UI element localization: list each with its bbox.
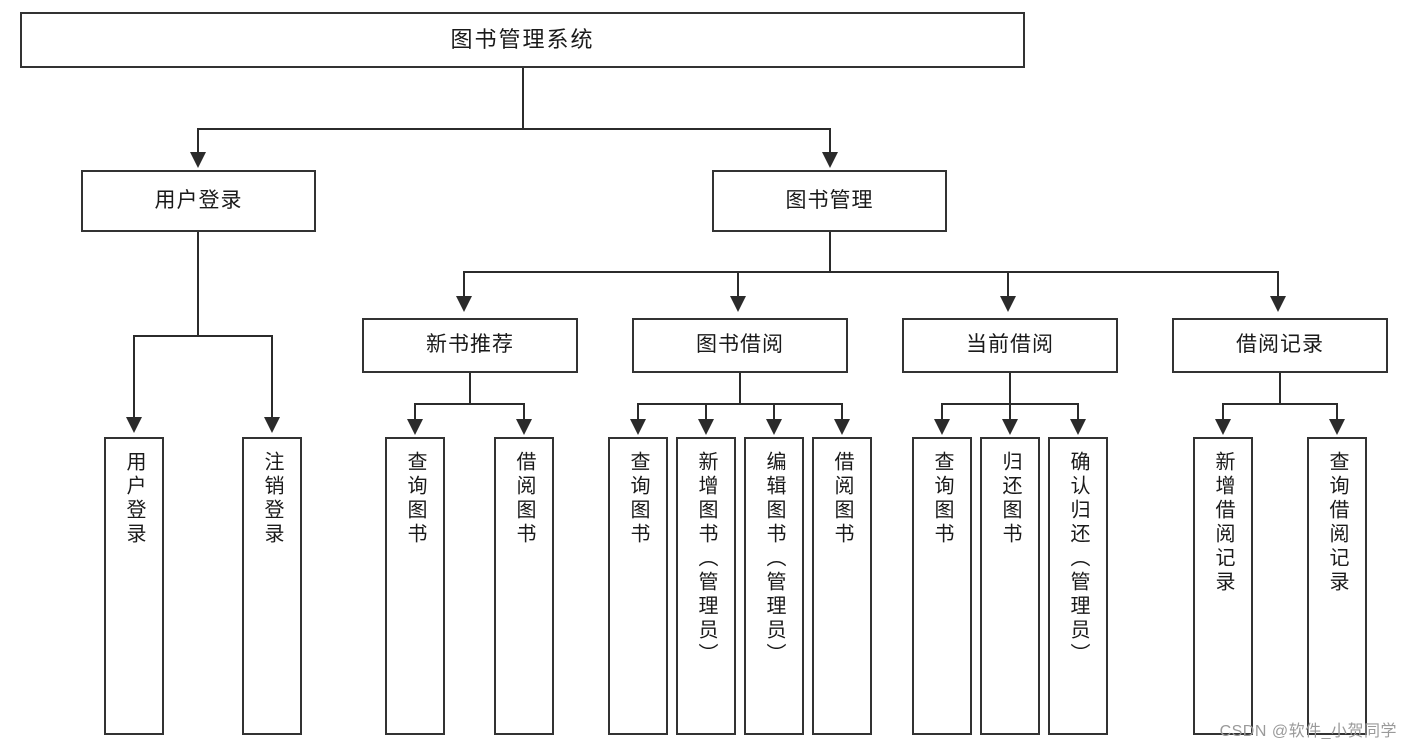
leaf-borrow-edit-book-admin[interactable]: 编辑图书（管理员） <box>744 437 804 735</box>
arrowhead-new-book-1 <box>407 419 423 435</box>
leaf-new-book-borrow-book[interactable]: 借阅图书 <box>494 437 554 735</box>
connector-drop-current-borrow-3 <box>1077 403 1079 421</box>
leaf-records-query-record[interactable]: 查询借阅记录 <box>1307 437 1367 735</box>
connector-drop-borrow-records <box>1277 271 1279 299</box>
connector-bus-user-login <box>133 335 272 337</box>
leaf-user-login[interactable]: 用户登录 <box>104 437 164 735</box>
connector-drop-book-borrow-3 <box>773 403 775 421</box>
node-label: 编辑图书（管理员） <box>763 451 785 667</box>
node-label: 查询图书 <box>404 451 426 547</box>
node-label: 借阅图书 <box>831 451 853 547</box>
connector-stem-user-login <box>197 232 199 335</box>
connector-drop-book-management <box>829 128 831 156</box>
connector-bus-level3 <box>463 271 1277 273</box>
arrowhead-borrow-records-1 <box>1215 419 1231 435</box>
node-new-book-recommend[interactable]: 新书推荐 <box>362 318 578 373</box>
node-book-borrow[interactable]: 图书借阅 <box>632 318 848 373</box>
node-label: 查询借阅记录 <box>1326 451 1348 595</box>
arrowhead-user-login-1 <box>126 417 142 433</box>
connector-drop-current-borrow <box>1007 271 1009 299</box>
node-label: 新书推荐 <box>426 333 514 357</box>
arrowhead-current-borrow-2 <box>1002 419 1018 435</box>
leaf-borrow-add-book-admin[interactable]: 新增图书（管理员） <box>676 437 736 735</box>
arrowhead-new-book <box>456 296 472 312</box>
leaf-current-return-book[interactable]: 归还图书 <box>980 437 1040 735</box>
node-label: 当前借阅 <box>966 333 1054 357</box>
connector-stem-book-management <box>829 232 831 271</box>
connector-drop-book-borrow-2 <box>705 403 707 421</box>
connector-stem-new-book <box>469 373 471 403</box>
arrowhead-book-borrow-2 <box>698 419 714 435</box>
node-label: 归还图书 <box>999 451 1021 547</box>
connector-drop-borrow-records-1 <box>1222 403 1224 421</box>
connector-drop-new-book <box>463 271 465 299</box>
leaf-current-query-book[interactable]: 查询图书 <box>912 437 972 735</box>
arrowhead-current-borrow-1 <box>934 419 950 435</box>
node-label: 注销登录 <box>261 451 283 547</box>
arrowhead-borrow-records-2 <box>1329 419 1345 435</box>
arrowhead-user-login-2 <box>264 417 280 433</box>
connector-drop-user-login-2 <box>271 335 273 420</box>
node-label: 图书管理系统 <box>450 27 595 53</box>
leaf-borrow-borrow-book[interactable]: 借阅图书 <box>812 437 872 735</box>
leaf-logout[interactable]: 注销登录 <box>242 437 302 735</box>
arrowhead-book-borrow-3 <box>766 419 782 435</box>
node-label: 查询图书 <box>931 451 953 547</box>
connector-stem-borrow-records <box>1279 373 1281 403</box>
node-label: 图书借阅 <box>696 333 784 357</box>
node-root-book-management-system[interactable]: 图书管理系统 <box>20 12 1025 68</box>
connector-bus-book-borrow <box>637 403 842 405</box>
connector-drop-borrow-records-2 <box>1336 403 1338 421</box>
arrowhead-borrow-records <box>1270 296 1286 312</box>
connector-drop-current-borrow-1 <box>941 403 943 421</box>
arrowhead-book-borrow-1 <box>630 419 646 435</box>
connector-bus-new-book <box>414 403 524 405</box>
connector-drop-current-borrow-2 <box>1009 403 1011 421</box>
connector-drop-user-login-1 <box>133 335 135 420</box>
connector-drop-book-borrow-1 <box>637 403 639 421</box>
node-label: 借阅记录 <box>1236 333 1324 357</box>
leaf-borrow-query-book[interactable]: 查询图书 <box>608 437 668 735</box>
node-user-login[interactable]: 用户登录 <box>81 170 316 232</box>
connector-bus-borrow-records <box>1222 403 1337 405</box>
arrowhead-user-login <box>190 152 206 168</box>
leaf-new-book-query-book[interactable]: 查询图书 <box>385 437 445 735</box>
arrowhead-current-borrow <box>1000 296 1016 312</box>
connector-drop-user-login <box>197 128 199 156</box>
leaf-current-confirm-return-admin[interactable]: 确认归还（管理员） <box>1048 437 1108 735</box>
node-label: 新增图书（管理员） <box>695 451 717 667</box>
node-current-borrow[interactable]: 当前借阅 <box>902 318 1118 373</box>
connector-root-stem <box>522 68 524 128</box>
node-label: 用户登录 <box>154 188 243 212</box>
leaf-records-add-record[interactable]: 新增借阅记录 <box>1193 437 1253 735</box>
connector-drop-book-borrow <box>737 271 739 299</box>
node-label: 借阅图书 <box>513 451 535 547</box>
node-borrow-records[interactable]: 借阅记录 <box>1172 318 1388 373</box>
connector-drop-new-book-2 <box>523 403 525 421</box>
connector-drop-new-book-1 <box>414 403 416 421</box>
node-book-management[interactable]: 图书管理 <box>712 170 947 232</box>
arrowhead-book-management <box>822 152 838 168</box>
arrowhead-new-book-2 <box>516 419 532 435</box>
connector-stem-book-borrow <box>739 373 741 403</box>
node-label: 图书管理 <box>785 188 874 212</box>
node-label: 确认归还（管理员） <box>1067 451 1089 667</box>
connector-stem-current-borrow <box>1009 373 1011 403</box>
arrowhead-current-borrow-3 <box>1070 419 1086 435</box>
arrowhead-book-borrow <box>730 296 746 312</box>
node-label: 用户登录 <box>123 451 145 547</box>
node-label: 新增借阅记录 <box>1212 451 1234 595</box>
node-label: 查询图书 <box>627 451 649 547</box>
arrowhead-book-borrow-4 <box>834 419 850 435</box>
connector-drop-book-borrow-4 <box>841 403 843 421</box>
connector-bus-level2 <box>197 128 831 130</box>
